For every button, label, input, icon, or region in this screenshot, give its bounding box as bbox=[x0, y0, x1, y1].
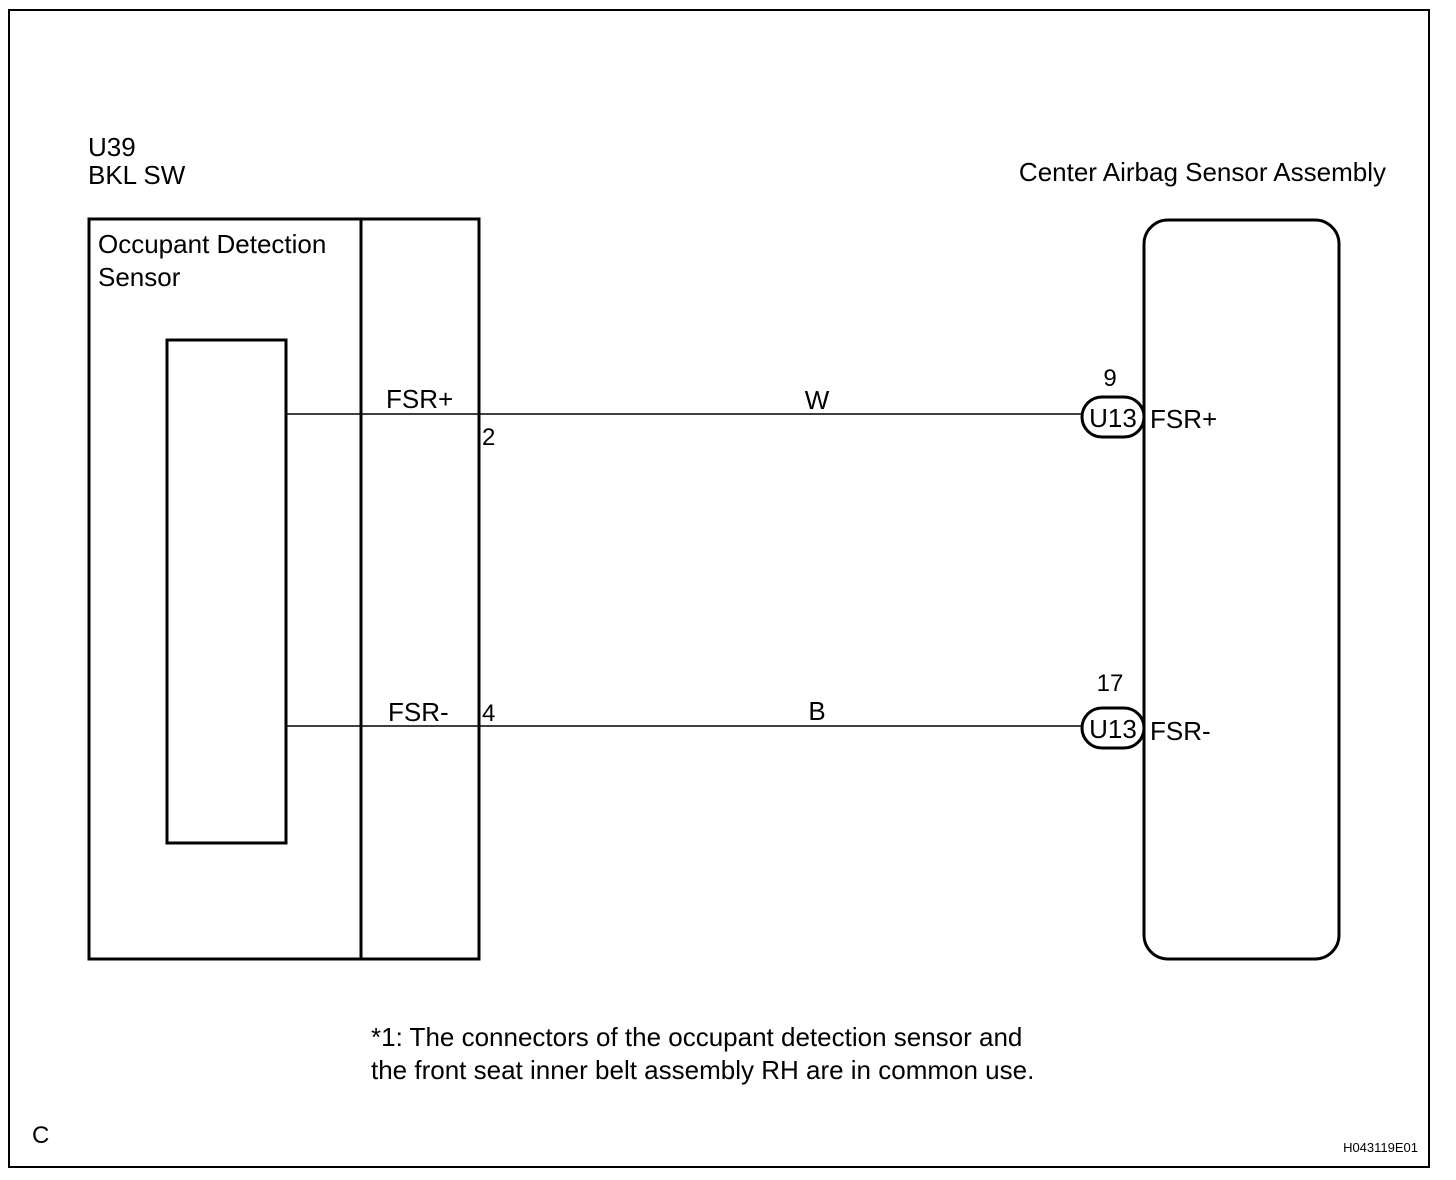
left-connector-id: U39 bbox=[88, 132, 136, 162]
left-title-line1: Occupant Detection bbox=[98, 229, 326, 259]
wire-color-w: W bbox=[805, 385, 830, 415]
corner-label: C bbox=[32, 1122, 49, 1149]
right-connector-u13-b: U13 bbox=[1089, 714, 1137, 744]
left-pin-name-fsr-plus: FSR+ bbox=[386, 384, 453, 414]
right-pin-name-fsr-minus: FSR- bbox=[1150, 716, 1211, 746]
occupant-detection-sensor-box bbox=[87, 217, 481, 961]
sensor-element bbox=[165, 338, 288, 845]
left-pin-number-2: 2 bbox=[482, 424, 495, 451]
connector-u13-pin17-oval bbox=[1080, 706, 1146, 750]
right-pin-name-fsr-plus: FSR+ bbox=[1150, 404, 1217, 434]
connector-u13-pin9-oval bbox=[1080, 395, 1146, 439]
center-airbag-sensor-box bbox=[1142, 218, 1341, 961]
left-connector-name: BKL SW bbox=[88, 160, 186, 190]
note-line2: the front seat inner belt assembly RH ar… bbox=[371, 1055, 1034, 1085]
wire-color-b: B bbox=[808, 696, 825, 726]
left-title-line2: Sensor bbox=[98, 262, 181, 292]
figure-id: H043119E01 bbox=[1343, 1140, 1418, 1155]
note-line1: *1: The connectors of the occupant detec… bbox=[371, 1022, 1022, 1052]
right-pin-number-9: 9 bbox=[1103, 365, 1116, 392]
right-pin-number-17: 17 bbox=[1097, 670, 1124, 697]
right-title: Center Airbag Sensor Assembly bbox=[1019, 157, 1386, 187]
right-connector-u13-a: U13 bbox=[1089, 403, 1137, 433]
left-pin-name-fsr-minus: FSR- bbox=[388, 697, 449, 727]
outer-frame bbox=[8, 9, 1430, 1168]
left-pin-number-4: 4 bbox=[482, 700, 495, 727]
